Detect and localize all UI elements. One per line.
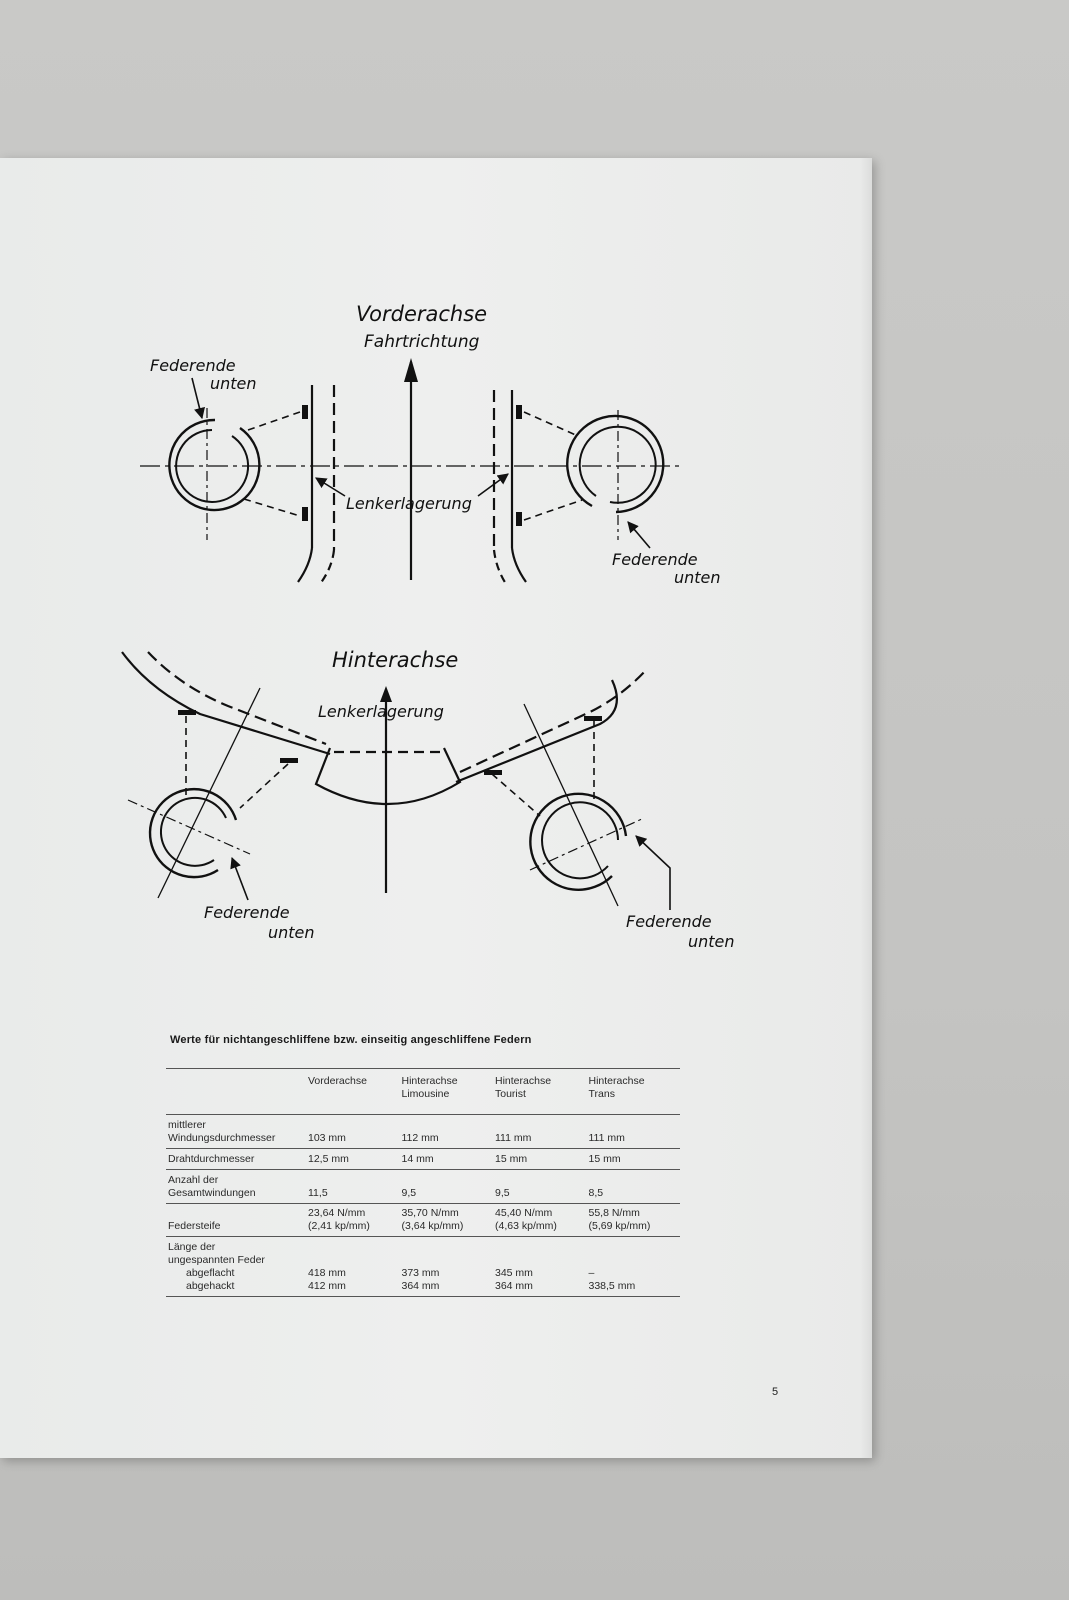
spring-end-label-front-right: Federende — [612, 550, 698, 569]
table-cell: 12,5 mm — [308, 1153, 349, 1165]
table-cell: 55,8 N/mm(5,69 kp/mm) — [588, 1207, 651, 1232]
front-axle-title: Vorderachse — [356, 302, 487, 326]
spring-end-label-rear-right: Federende — [626, 912, 712, 931]
spring-end-bottom-label-front-right: unten — [674, 568, 721, 587]
spring-end-label-front-left: Federende — [150, 356, 236, 375]
rear-axle-title: Hinterachse — [332, 648, 458, 672]
row-label: Federsteife — [168, 1220, 221, 1232]
table-cell: 15 mm — [588, 1153, 621, 1165]
link-bearing-label-front: Lenkerlagerung — [346, 494, 472, 513]
spring-end-bottom-label-rear-left: unten — [268, 923, 315, 942]
table-cell: 112 mm — [401, 1132, 439, 1144]
table-cell: 35,70 N/mm(3,64 kp/mm) — [401, 1207, 464, 1232]
rear-axle-drawing — [121, 651, 671, 910]
spring-end-bottom-label-front-left: unten — [210, 374, 257, 393]
row-label: Drahtdurchmesser — [168, 1153, 255, 1165]
header-cell — [166, 1068, 306, 1115]
table-cell: 45,40 N/mm(4,63 kp/mm) — [495, 1207, 557, 1232]
table-cell: 103 mm — [308, 1132, 346, 1144]
front-axle-drawing — [140, 358, 680, 585]
table-cell: 23,64 N/mm(2,41 kp/mm) — [308, 1207, 370, 1232]
table-cell: 9,5 — [495, 1187, 510, 1199]
table-caption: Werte für nichtangeschliffene bzw. einse… — [170, 1034, 532, 1046]
page-edge-shadow — [860, 158, 872, 1458]
driving-direction-label: Fahrtrichtung — [364, 332, 480, 352]
table-cell: 15 mm — [495, 1153, 528, 1165]
page-number: 5 — [772, 1386, 779, 1398]
table-row: Drahtdurchmesser 12,5 mm 14 mm 15 mm 15 … — [166, 1149, 680, 1170]
table-cell: 9,5 — [401, 1187, 417, 1199]
spring-end-label-rear-left: Federende — [204, 903, 290, 922]
table-cell: 111 mm — [588, 1132, 625, 1144]
document-page — [0, 158, 872, 1458]
row-label: Länge der ungespannten Feder abgeflacht … — [168, 1241, 265, 1292]
table-cell: 11,5 — [308, 1187, 328, 1199]
spring-end-bottom-label-rear-right: unten — [688, 932, 735, 951]
rear-axle-labels: Hinterachse Lenkerlagerung Federende unt… — [204, 648, 735, 951]
table-row: Federsteife 23,64 N/mm(2,41 kp/mm) 35,70… — [166, 1204, 680, 1237]
table-cell: 111 mm — [495, 1132, 532, 1144]
table-cell: 8,5 — [588, 1187, 604, 1199]
link-bearing-label-rear: Lenkerlagerung — [318, 702, 444, 721]
table-cell: –338,5 mm — [588, 1267, 636, 1292]
table-cell: 14 mm — [401, 1153, 434, 1165]
table-row: Länge der ungespannten Feder abgeflacht … — [166, 1237, 680, 1297]
header-front-axle: Vorderachse — [306, 1068, 400, 1115]
front-axle-labels: Vorderachse Fahrtrichtung Federende unte… — [150, 302, 721, 587]
